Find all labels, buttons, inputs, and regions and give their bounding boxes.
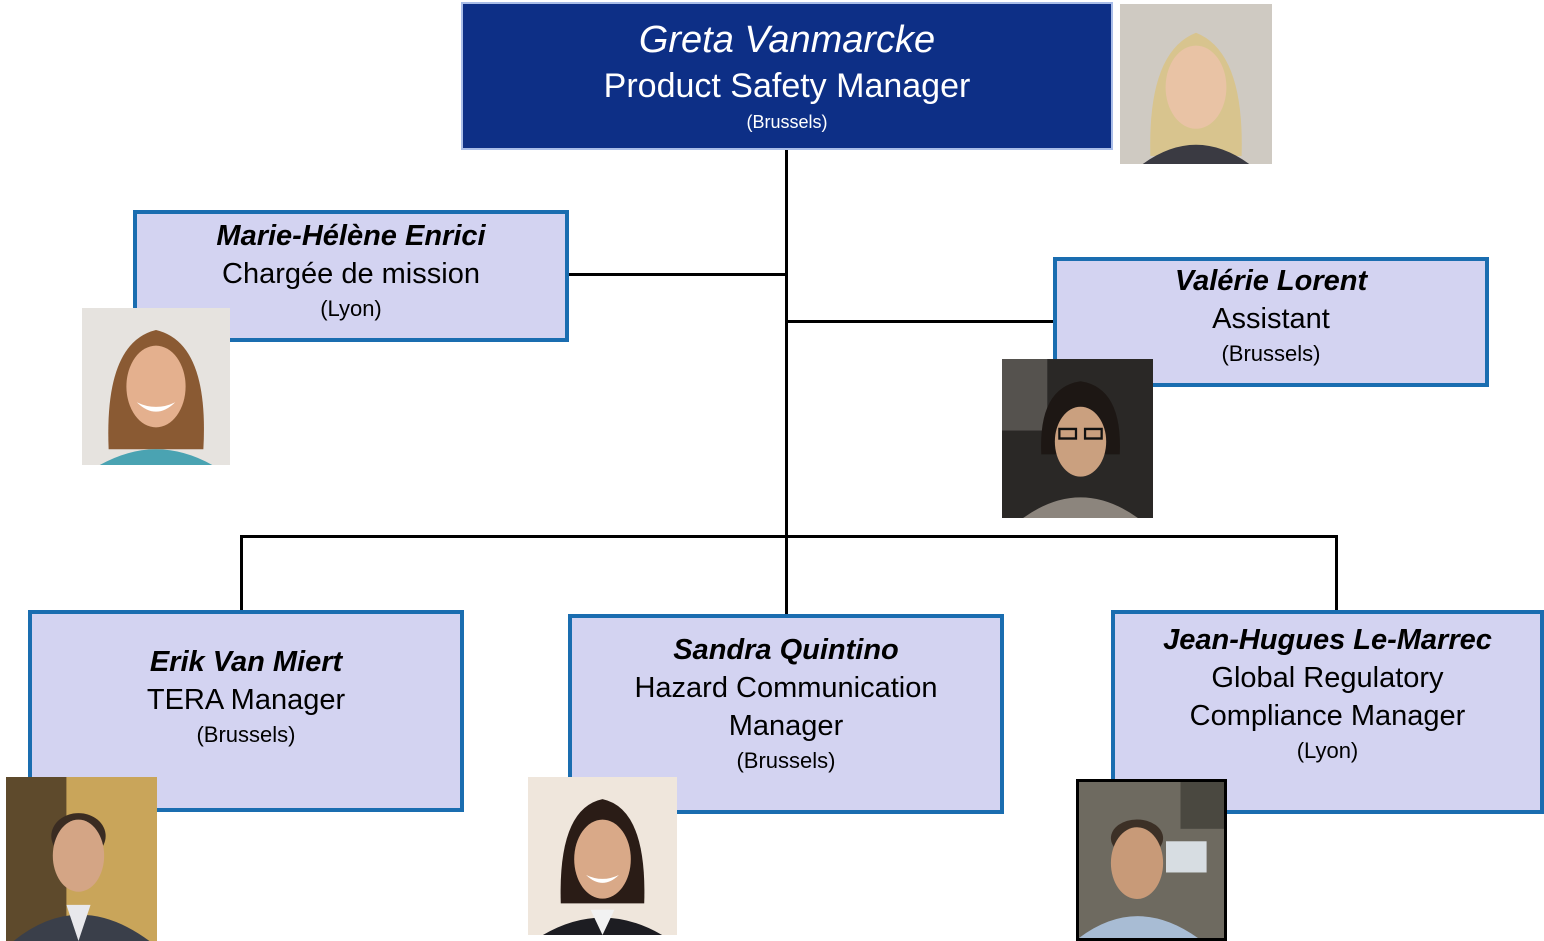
report-2-name: Sandra Quintino bbox=[673, 633, 899, 666]
connector-report-1 bbox=[240, 535, 243, 610]
horizontal-bus-line bbox=[240, 535, 1338, 538]
report-1-role: TERA Manager bbox=[146, 683, 346, 716]
head-photo bbox=[1120, 4, 1272, 164]
report-3-role-line-2: Compliance Manager bbox=[1189, 699, 1466, 732]
head-location: (Brussels) bbox=[746, 112, 828, 132]
report-3-location: (Lyon) bbox=[1296, 737, 1359, 763]
staff-left-name: Marie-Hélène Enrici bbox=[216, 219, 486, 252]
staff-left-photo bbox=[82, 308, 230, 465]
head-box: Greta Vanmarcke Product Safety Manager (… bbox=[461, 2, 1113, 150]
report-3-photo bbox=[1076, 779, 1227, 941]
report-3-role-line-1: Global Regulatory bbox=[1211, 661, 1444, 694]
staff-left-location: (Lyon) bbox=[320, 295, 382, 321]
report-1-location: (Brussels) bbox=[196, 721, 296, 747]
staff-right-name: Valérie Lorent bbox=[1174, 264, 1368, 297]
report-2-photo bbox=[528, 777, 677, 935]
trunk-line bbox=[785, 150, 788, 614]
connector-left-staff bbox=[568, 273, 787, 276]
staff-right-role: Assistant bbox=[1212, 302, 1330, 335]
connector-report-3 bbox=[1335, 535, 1338, 610]
staff-right-location: (Brussels) bbox=[1221, 340, 1321, 366]
report-2-role-line-2: Manager bbox=[728, 709, 844, 742]
report-3-name: Jean-Hugues Le-Marrec bbox=[1163, 623, 1492, 656]
staff-left-role: Chargée de mission bbox=[222, 257, 480, 290]
connector-right-staff bbox=[787, 320, 1055, 323]
staff-right-photo bbox=[1002, 359, 1153, 518]
report-1-name: Erik Van Miert bbox=[149, 645, 343, 678]
report-2-location: (Brussels) bbox=[736, 747, 836, 773]
report-2-role-line-1: Hazard Communication bbox=[634, 671, 938, 704]
report-1-photo bbox=[6, 777, 157, 941]
head-role: Product Safety Manager bbox=[603, 67, 971, 105]
head-name: Greta Vanmarcke bbox=[638, 19, 936, 61]
